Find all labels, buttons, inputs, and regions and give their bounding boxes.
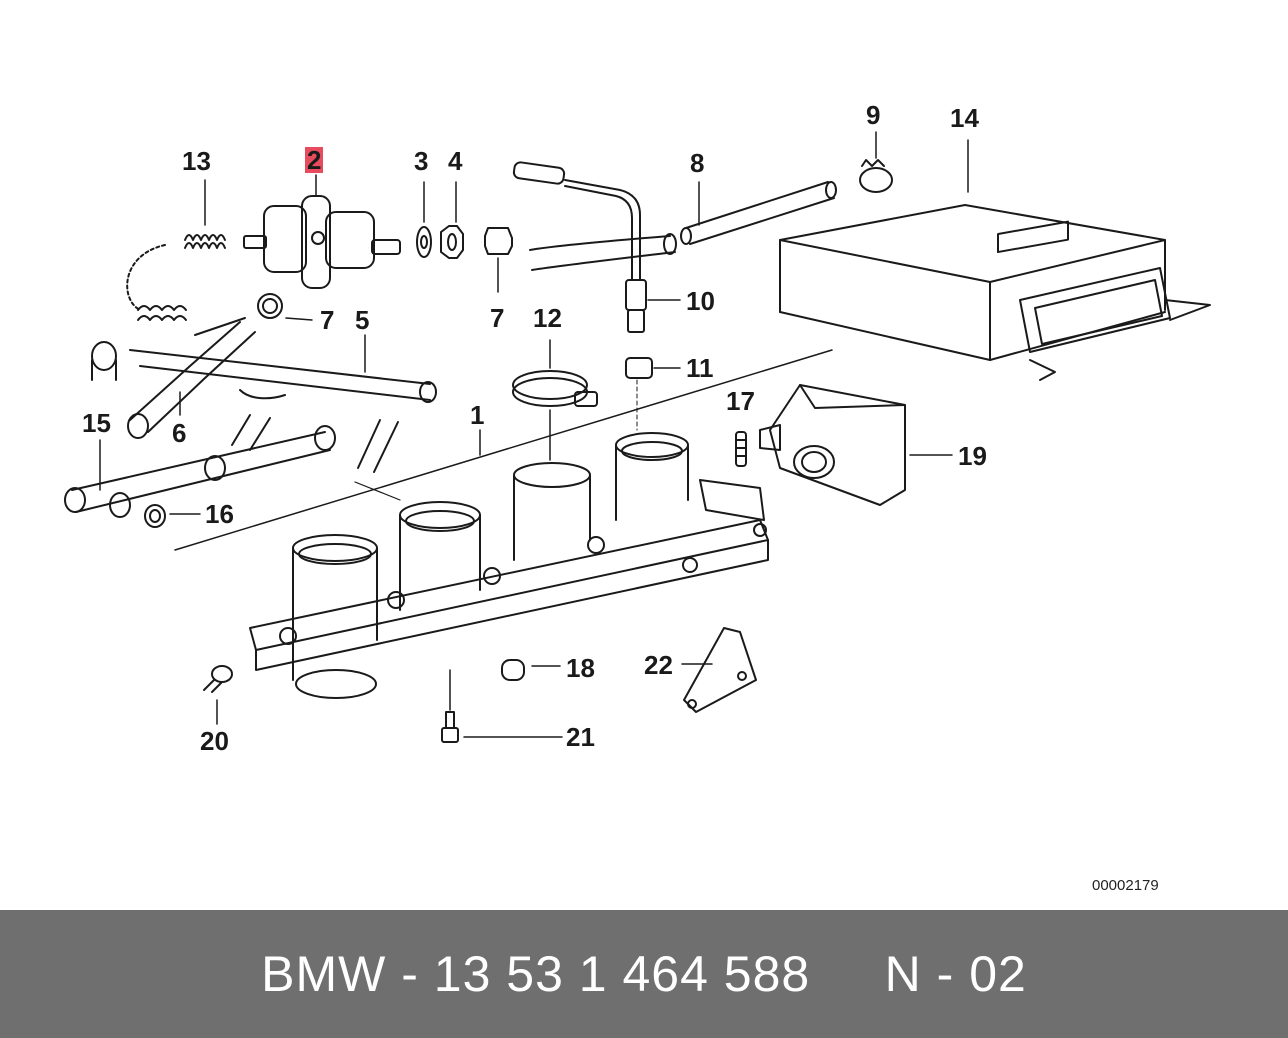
callout-21: 21 [566,722,595,752]
part-19-sensor-module [759,384,953,506]
callout-4: 4 [448,146,463,176]
callout-12: 12 [533,303,562,333]
part-9-clamp [859,131,893,193]
parts-diagram: 13 2 3 4 8 9 14 7 5 7 12 10 11 15 6 1 17… [64,100,1211,894]
callout-14: 14 [950,103,979,133]
part-2-pressure-regulator [243,174,401,289]
callout-11: 11 [686,353,714,383]
part-5-fuel-rail [129,334,437,473]
part-number-banner: BMW - 13 53 1 464 588 N - 02 [0,910,1288,1038]
part-14-control-unit [779,139,1211,381]
part-20-screw [203,665,233,725]
part-18-cap [501,659,561,681]
exploded-view-drawing [64,131,1211,743]
part-11-sleeve [625,357,681,431]
part-16-clamp [144,504,201,528]
part-13-spring [126,179,226,321]
part-15-distribution-pipe [64,341,336,518]
part-1-throttle-body-assembly [249,429,769,699]
callout-9: 9 [866,100,881,130]
callout-7-right: 7 [490,303,505,333]
part-17-spring-pin [735,431,747,467]
callout-5: 5 [355,305,370,335]
callout-20: 20 [200,726,229,756]
callout-15: 15 [82,408,111,438]
callout-3: 3 [414,146,429,176]
callout-1: 1 [470,400,485,430]
callout-6: 6 [172,418,187,448]
callout-22: 22 [644,650,673,680]
part-22-bracket [681,627,757,713]
callout-16: 16 [205,499,234,529]
section-dividers [174,349,833,551]
callout-17: 17 [726,386,755,416]
callout-8: 8 [690,148,705,178]
callout-2-highlighted: 2 [305,145,324,175]
part-6-hose [127,317,256,439]
part-12-hose-clamp [512,339,598,461]
part-10-sensor [512,161,681,333]
parts-3-4-washer-nut [416,181,464,259]
part-8-hose [529,181,837,271]
part-number-text: BMW - 13 53 1 464 588 N - 02 [261,946,1027,1002]
callout-18: 18 [566,653,595,683]
part-7-clamps [257,227,513,321]
callout-10: 10 [686,286,715,316]
diagram-reference-code: 00002179 [1092,877,1159,894]
callout-19: 19 [958,441,987,471]
part-21-bolt [441,669,563,743]
callout-7-left: 7 [320,305,335,335]
callout-13: 13 [182,146,211,176]
